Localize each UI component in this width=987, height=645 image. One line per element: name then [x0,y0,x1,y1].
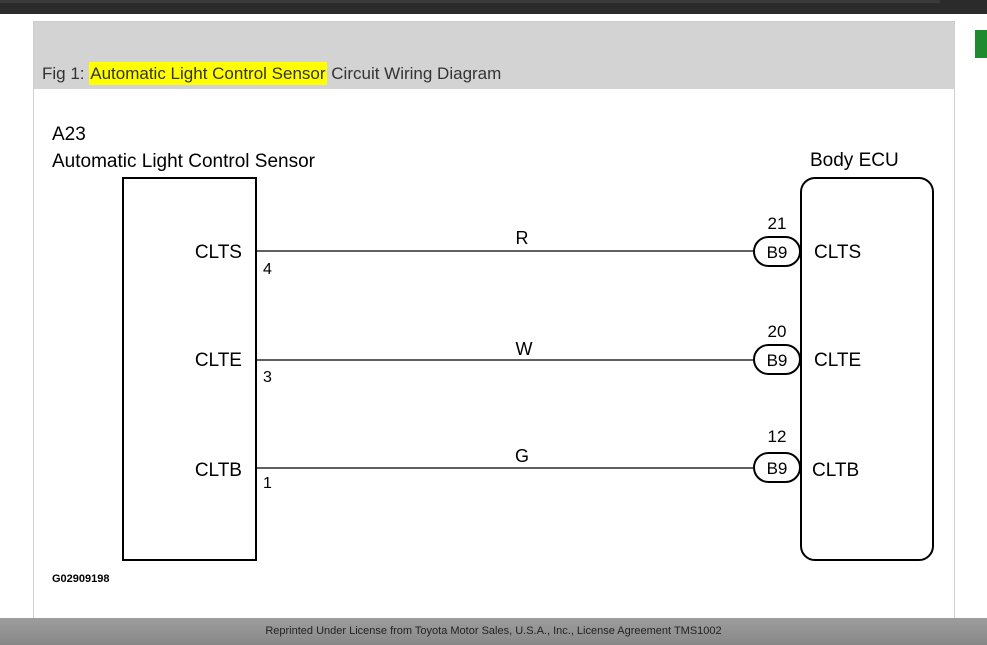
connector-label: B9 [767,459,788,478]
ecu-pin-number: 20 [768,322,787,341]
connector-b9-oval [753,452,801,483]
wire-clte: CLTE 3 W 20 B9 CLTE [195,322,861,386]
ecu-signal-label: CLTS [814,242,861,263]
ecu-pin-number: 21 [768,214,787,233]
browser-top-bar [0,0,987,14]
drawing-number: G02909198 [52,573,110,585]
ecu-name: Body ECU [810,150,899,171]
top-bar-edge [0,0,940,3]
sensor-signal-label: CLTB [195,460,242,481]
connector-label: B9 [767,243,788,262]
sensor-box [122,177,257,561]
side-tab[interactable] [975,30,987,58]
ecu-signal-label: CLTE [814,350,861,371]
ecu-signal-label: CLTB [812,460,859,481]
sensor-signal-label: CLTS [195,242,242,263]
wire-cltb: CLTB 1 G 12 B9 CLTB [195,427,859,492]
connector-b9-oval [753,344,801,375]
connector-b9-oval [753,236,801,267]
sensor-pin-number: 4 [263,261,272,278]
license-footer: Reprinted Under License from Toyota Moto… [0,618,987,645]
connector-label: B9 [767,351,788,370]
wire-color-code: G [515,446,529,466]
caption-prefix: Fig 1: [42,64,90,83]
wire-color-code: R [516,228,529,248]
caption-highlight: Automatic Light Control Sensor [89,62,327,85]
wire-color-code: W [516,339,533,359]
caption-bar: Fig 1: Automatic Light Control Sensor Ci… [34,22,954,89]
sensor-id: A23 [52,124,86,145]
caption-suffix: Circuit Wiring Diagram [326,64,502,83]
sensor-pin-number: 3 [263,369,272,386]
wiring-diagram: A23 Automatic Light Control Sensor Body … [52,124,934,585]
ecu-pin-number: 12 [768,427,787,446]
wire-clts: CLTS 4 R 21 B9 CLTS [195,214,861,278]
sensor-name: Automatic Light Control Sensor [52,151,316,172]
sensor-pin-number: 1 [263,475,272,492]
figure-caption: Fig 1: Automatic Light Control Sensor Ci… [42,62,502,85]
ecu-box [800,177,934,561]
sensor-signal-label: CLTE [195,350,242,371]
